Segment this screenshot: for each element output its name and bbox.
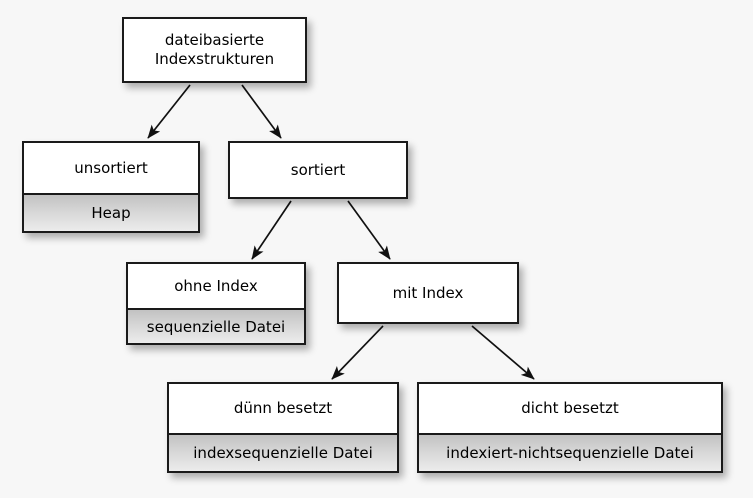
node-sortiert-title: sortiert [230,143,406,197]
edge-root-to-unsortiert [147,84,191,139]
edge-root-to-sortiert [241,84,282,139]
edge-mit-index-to-duenn [331,325,384,380]
edge-mit-index-to-dicht [471,325,535,380]
node-ohne-index-title: ohne Index [128,264,304,310]
node-root-title: dateibasierte Indexstrukturen [124,19,305,81]
node-mit-index[interactable]: mit Index [337,262,519,324]
node-dicht-besetzt-title: dicht besetzt [419,384,721,435]
node-mit-index-title: mit Index [339,264,517,322]
node-unsortiert-title: unsortiert [24,143,198,195]
node-unsortiert-subtitle: Heap [24,195,198,231]
node-duenn-besetzt-subtitle: indexsequenzielle Datei [169,435,397,471]
node-sortiert[interactable]: sortiert [228,141,408,199]
node-dicht-besetzt-subtitle: indexiert-nichtsequenzielle Datei [419,435,721,471]
node-root[interactable]: dateibasierte Indexstrukturen [122,17,307,83]
edge-sortiert-to-ohne-index [251,200,292,260]
node-ohne-index-subtitle: sequenzielle Datei [128,310,304,343]
edge-sortiert-to-mit-index [347,200,391,260]
node-duenn-besetzt-title: dünn besetzt [169,384,397,435]
